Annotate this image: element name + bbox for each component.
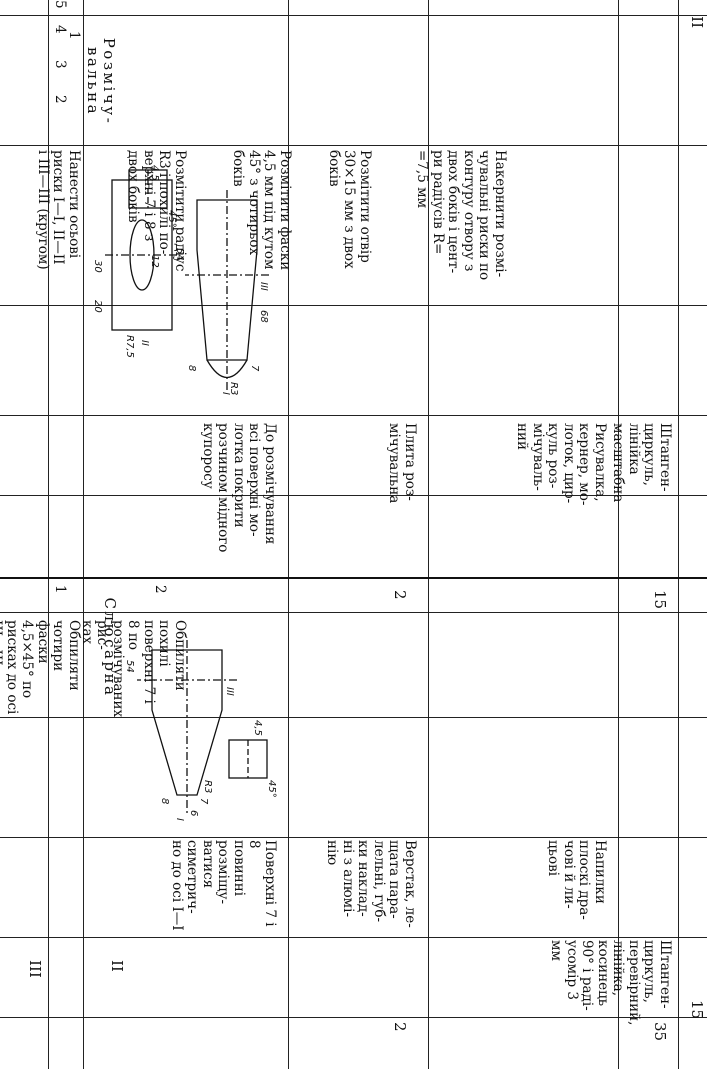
sketch-label-axis1: I (220, 392, 231, 395)
sketch-label-d30: 30 (92, 260, 103, 273)
minutes-ii: 15 (651, 590, 669, 610)
hammer-sketch-iii: III 54 7 8 6 R3 I 4,5 45° (92, 620, 277, 830)
sketch-label-r75: R7,5 (124, 335, 135, 358)
sketch-label-r12: 12 (149, 255, 160, 268)
equipment-ii: Плита роз- мічувальна (386, 423, 419, 504)
sketch-label-a45: 45° (166, 210, 177, 228)
stage-number-ii: II (108, 960, 126, 972)
equipment-iii: Верстак, ле- щата пара- лельні, губ- ки … (324, 840, 419, 928)
grade-iii: 2 (391, 1022, 409, 1032)
sketch-label-n8: 8 (159, 798, 170, 804)
requirements-iii: Поверхні 7 і 8 повинні розміщу- ватися с… (169, 840, 278, 931)
step-ii-1: Нанести осьові риски I—I, II—II і III—II… (35, 150, 82, 270)
row-divider (83, 0, 84, 1069)
section-divider (0, 577, 707, 579)
sketch-label-axis3: III (224, 687, 235, 696)
section-title-ii: Розмічу- вальна (84, 37, 118, 126)
header-minutes: 15 (688, 1000, 706, 1020)
sketch-label-n7: 7 (249, 365, 260, 372)
measuring-ii: Штанген- циркуль, лінійка масштабна (610, 423, 674, 503)
sketch-label-axis2: II (139, 340, 150, 346)
step-ii-2: Розмітити радіус R3 і похилі по- верхні … (125, 150, 189, 272)
step-iii-1: Обпиляти чотири фаски 4,5×45° по рисках … (0, 620, 82, 715)
col-divider (0, 837, 707, 838)
hammer-sketch-ii: III 68 7 8 R3 I 54 30 20 R7,5 12 4,5 45°… (87, 160, 277, 420)
grade-ii: 2 (391, 590, 409, 600)
step-num-ii-3: 3 (52, 60, 68, 69)
tools-ii: Рисувалка, кернер, мо- лоток, цир- куль … (514, 423, 609, 506)
hammer-drawing: III 68 7 8 R3 I 54 30 20 R7,5 12 4,5 45°… (92, 165, 269, 395)
sketch-label-a45: 45° (266, 780, 277, 798)
sketch-label-d45: 4,5 (149, 165, 160, 181)
col-divider (0, 937, 707, 938)
col-divider (0, 15, 707, 16)
minutes-iii: 35 (651, 1022, 669, 1042)
step-ii-4: Розмітити отвір 30×15 мм з двох боків (326, 150, 373, 269)
header-stage: II (688, 16, 706, 28)
row-divider (618, 0, 619, 1069)
step-ii-5: Накернити розмі- чувальні риски по конту… (414, 150, 509, 281)
step-ii-3: Розмітити фаски 4,5 мм під кутом 45° з ч… (230, 150, 294, 271)
stage-number-iii: III (26, 960, 44, 978)
sketch-label-r3: R3 (228, 382, 239, 395)
step-num-ii-5: 5 (52, 0, 68, 9)
steps-ii: 1 (1, 31, 82, 131)
hammer-drawing: III 54 7 8 6 R3 I 4,5 45° (124, 640, 277, 821)
step-num-1: 1 (66, 31, 82, 40)
sketch-label-n7: 7 (198, 798, 209, 805)
sketch-label-d45: 4,5 (252, 720, 263, 736)
step-num-ii-2: 2 (52, 95, 68, 104)
col-divider (0, 145, 707, 146)
sketch-label-d54: 54 (174, 248, 185, 261)
sketch-label-n6: 6 (188, 810, 199, 816)
sketch-label-d54: 54 (124, 660, 135, 673)
sketch-label-r3: R3 (202, 780, 213, 793)
step-num-iii-2: 2 (152, 585, 168, 594)
requirements-ii: До розмічування всі поверхні мо- лотка п… (200, 423, 278, 553)
tools-iii: Напилки плоскі дра- чові й ли- цьові (545, 840, 609, 920)
row-divider (678, 0, 679, 1069)
sketch-label-d20: 20 (92, 300, 103, 313)
sketch-label-axis3: III (258, 282, 269, 291)
sketch-label-d68: 68 (258, 310, 269, 323)
sketch-label-axis1: I (174, 818, 185, 821)
sketch-label-n8: 8 (186, 365, 197, 371)
step-num-iii-1: 1 (52, 585, 68, 594)
measuring-iii: Штанген- циркуль, перевірний, лінійка, к… (548, 940, 674, 1026)
step-iii-2: Обпиляти похилі поверхні 7 і 8 по розміч… (79, 620, 188, 718)
